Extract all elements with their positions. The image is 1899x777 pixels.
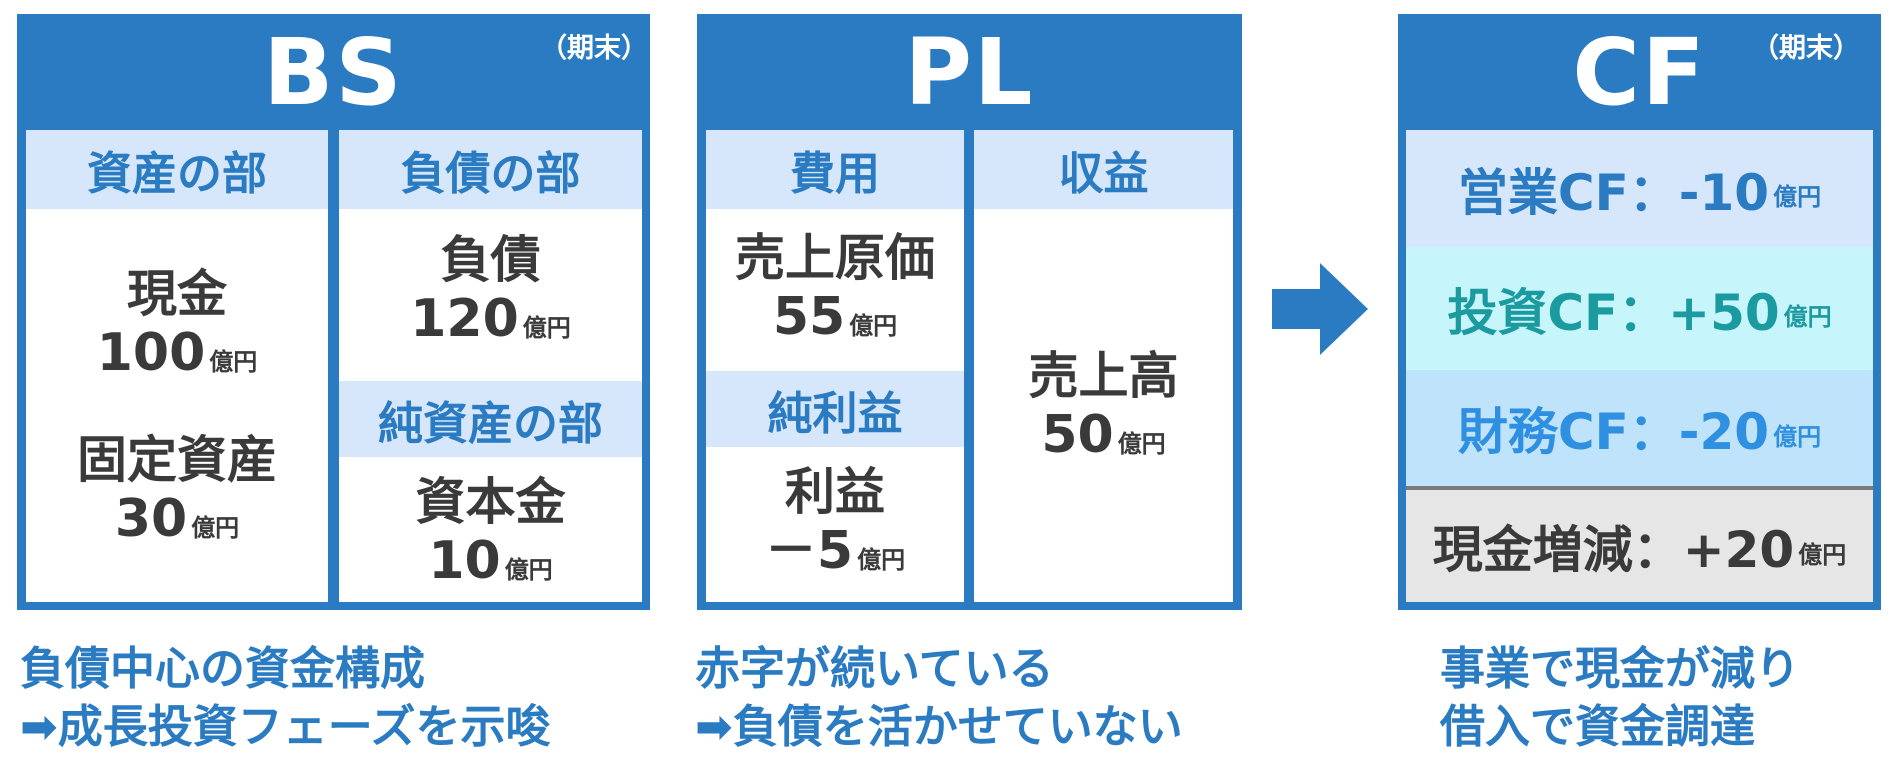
- bs-net-assets-body: [339, 457, 642, 602]
- bs-assets-header: 資産の部: [26, 130, 328, 209]
- pl-title: PL: [904, 18, 1035, 126]
- caption-line: 借入で資金調達: [1440, 700, 1756, 753]
- pl-net-income-body: [706, 447, 964, 602]
- pl-expense-body: [706, 209, 964, 371]
- cf-row-label: 営業CF：-10: [1457, 163, 1770, 222]
- pl-expense-header: 費用: [706, 130, 964, 209]
- cf-row-label: 現金増減：+20: [1432, 521, 1795, 579]
- cf-title: CF: [1572, 18, 1707, 126]
- cf-row-unit: 億円: [1773, 422, 1822, 451]
- bs-period-tag: （期末）: [540, 33, 648, 64]
- item-value: 100: [96, 322, 206, 383]
- cf-period-tag: （期末）: [1752, 33, 1860, 64]
- item-name: 売上高: [1028, 347, 1179, 405]
- bs-liabilities-body: [339, 209, 642, 381]
- cf-row-unit: 億円: [1773, 183, 1822, 211]
- caption-line: ➡成長投資フェーズを示唆: [20, 700, 551, 753]
- item-value: 55: [772, 286, 846, 347]
- item-name: 売上原価: [735, 229, 935, 287]
- pl-net-income-header: 純利益: [706, 371, 964, 447]
- cf-row-unit: 億円: [1798, 540, 1847, 569]
- item-name: 負債: [440, 231, 541, 289]
- item-name: 現金: [127, 265, 227, 323]
- bs-title: BS: [263, 18, 404, 126]
- caption-line: 事業で現金が減り: [1440, 642, 1801, 695]
- cf-divider: [1406, 486, 1873, 490]
- item-name: 固定資産: [77, 431, 277, 489]
- bs-caption: 負債中心の資金構成 ➡成長投資フェーズを示唆: [20, 640, 550, 756]
- item-name: 資本金: [415, 473, 566, 531]
- item-value: 50: [1041, 404, 1114, 465]
- item-value: 10: [428, 530, 501, 591]
- item-value: 30: [114, 488, 188, 549]
- item-unit: 億円: [1117, 429, 1166, 458]
- caption-line: 赤字が続いている: [695, 642, 1054, 695]
- pl-revenue-body: [974, 209, 1233, 602]
- pl-revenue-header: 収益: [974, 130, 1233, 209]
- item-name: 利益: [785, 463, 885, 521]
- item-unit: 億円: [209, 347, 258, 376]
- item-unit: 億円: [504, 555, 553, 584]
- item-unit: 億円: [191, 513, 240, 542]
- item-value: －5: [764, 520, 854, 581]
- pl-caption: 赤字が続いている ➡負債を活かせていない: [695, 640, 1183, 756]
- cf-caption: 事業で現金が減り 借入で資金調達: [1440, 640, 1800, 756]
- cf-row-unit: 億円: [1783, 303, 1832, 331]
- cf-row-label: 投資CF：+50: [1447, 283, 1780, 342]
- item-unit: 億円: [849, 311, 898, 340]
- item-unit: 億円: [522, 313, 571, 342]
- right-arrow-icon: [1272, 263, 1368, 355]
- caption-line: 負債中心の資金構成: [20, 642, 426, 695]
- bs-liabilities-header: 負債の部: [339, 130, 642, 209]
- bs-net-assets-header: 純資産の部: [339, 381, 642, 457]
- cf-row-label: 財務CF：-20: [1457, 403, 1770, 461]
- bs-assets-body: [26, 209, 328, 602]
- item-unit: 億円: [857, 545, 906, 574]
- item-value: 120: [410, 288, 519, 349]
- caption-line: ➡負債を活かせていない: [695, 700, 1183, 753]
